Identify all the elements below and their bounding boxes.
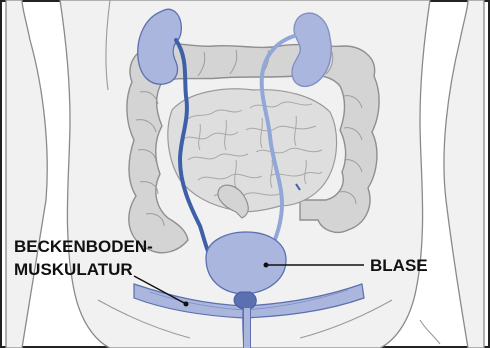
pelvic-floor-label-line2: MUSKULATUR: [14, 259, 133, 280]
bladder-leader-dot: [264, 263, 269, 268]
urethra-fill: [244, 308, 250, 348]
pelvic-floor-leader-dot: [184, 302, 189, 307]
bladder-label: BLASE: [370, 255, 428, 276]
bladder-neck: [234, 292, 256, 310]
pelvic-floor-label-line1: BECKENBODEN-: [14, 236, 153, 257]
